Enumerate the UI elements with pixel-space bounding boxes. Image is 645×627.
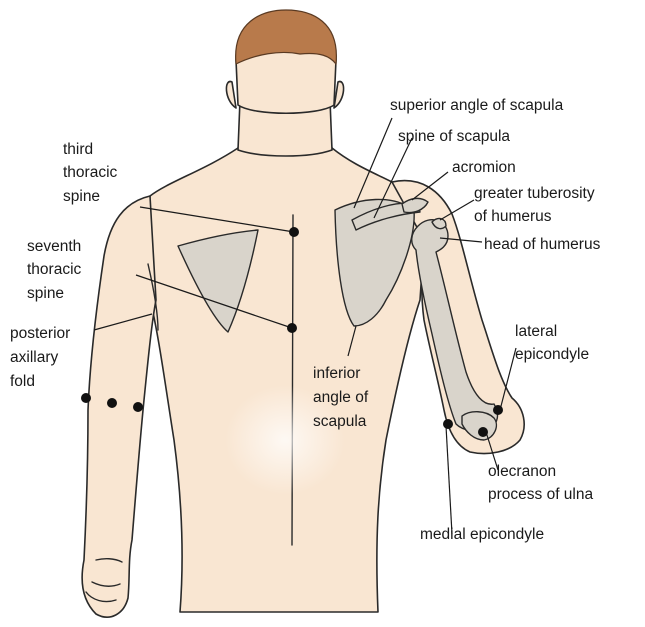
dot-arm-1 <box>81 393 91 403</box>
label-axillary-2: axillary <box>10 349 58 366</box>
dot-arm-3 <box>133 402 143 412</box>
dot-medial-epicondyle <box>443 419 453 429</box>
label-head-humerus: head of humerus <box>484 236 601 253</box>
leader-medial-epicondyle <box>446 426 452 534</box>
label-medial: medial epicondyle <box>420 526 544 543</box>
label-spine-scapula: spine of scapula <box>398 128 510 145</box>
label-third-1: third <box>63 141 93 158</box>
label-olecranon-2: process of ulna <box>488 486 593 503</box>
dot-seventh-thoracic <box>287 323 297 333</box>
dot-olecranon <box>478 427 488 437</box>
left-arm <box>82 196 156 617</box>
label-inferior-1: inferior <box>313 365 360 382</box>
label-lateral-2: epicondyle <box>515 346 589 363</box>
label-olecranon-1: olecranon <box>488 463 556 480</box>
label-seventh-2: thoracic <box>27 261 82 278</box>
label-axillary-1: posterior <box>10 325 70 342</box>
label-superior-angle: superior angle of scapula <box>390 97 564 114</box>
dot-lateral-epicondyle <box>493 405 503 415</box>
label-third-2: thoracic <box>63 164 118 181</box>
dot-third-thoracic <box>289 227 299 237</box>
label-greater-tuberosity-2: of humerus <box>474 208 552 225</box>
dot-arm-2 <box>107 398 117 408</box>
label-seventh-3: spine <box>27 285 64 302</box>
label-third-3: spine <box>63 188 100 205</box>
label-inferior-3: scapula <box>313 413 367 430</box>
label-seventh-1: seventh <box>27 238 81 255</box>
label-axillary-3: fold <box>10 373 35 390</box>
label-acromion: acromion <box>452 159 516 176</box>
label-lateral-1: lateral <box>515 323 557 340</box>
label-inferior-2: angle of <box>313 389 369 406</box>
left-ear <box>226 82 236 108</box>
label-greater-tuberosity-1: greater tuberosity <box>474 185 595 202</box>
torso <box>147 118 424 612</box>
